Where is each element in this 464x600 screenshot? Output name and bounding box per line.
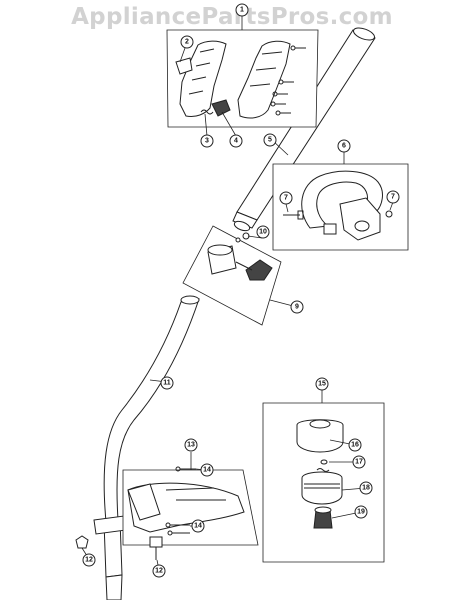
svg-text:16: 16 [351, 442, 359, 449]
watermark: AppliancePartsPros.com [71, 4, 393, 30]
callout-11: 11 [160, 376, 174, 390]
svg-text:12: 12 [155, 568, 163, 575]
callout-7-right: 7 [386, 190, 400, 204]
svg-text:11: 11 [163, 380, 171, 387]
clamp-panel [182, 225, 282, 326]
callout-12-right: 12 [152, 564, 166, 578]
svg-text:10: 10 [259, 229, 267, 236]
svg-text:12: 12 [85, 557, 93, 564]
svg-text:3: 3 [205, 138, 209, 145]
guard-panel [122, 466, 259, 546]
callout-2: 2 [180, 35, 194, 49]
svg-text:1: 1 [240, 7, 244, 14]
lower-shaft [93, 295, 200, 600]
callout-5: 5 [263, 133, 277, 147]
callout-19: 19 [354, 505, 368, 519]
svg-text:14: 14 [194, 523, 202, 530]
callout-6: 6 [337, 139, 351, 153]
svg-text:7: 7 [391, 194, 395, 201]
callout-10: 10 [256, 225, 270, 239]
callout-4: 4 [229, 134, 243, 148]
callout-17: 17 [352, 455, 366, 469]
svg-text:6: 6 [342, 143, 346, 150]
fasteners [75, 535, 163, 560]
svg-text:9: 9 [295, 304, 299, 311]
callout-9: 9 [290, 300, 304, 314]
svg-text:15: 15 [318, 381, 326, 388]
svg-text:19: 19 [357, 509, 365, 516]
svg-text:13: 13 [187, 442, 195, 449]
callout-16: 16 [348, 438, 362, 452]
svg-text:18: 18 [362, 485, 370, 492]
loop-handle-panel [272, 163, 409, 251]
callout-13: 13 [184, 438, 198, 452]
callout-3: 3 [200, 134, 214, 148]
callout-14-top: 14 [200, 463, 214, 477]
callout-15: 15 [315, 377, 329, 391]
svg-text:17: 17 [355, 459, 363, 466]
svg-text:5: 5 [268, 137, 272, 144]
svg-text:7: 7 [284, 195, 288, 202]
svg-text:14: 14 [203, 467, 211, 474]
callout-12-left: 12 [82, 553, 96, 567]
handle-assembly-panel [166, 29, 319, 128]
svg-text:2: 2 [185, 39, 189, 46]
callout-1: 1 [235, 3, 249, 17]
callout-14-bottom: 14 [191, 519, 205, 533]
callout-18: 18 [359, 481, 373, 495]
svg-text:4: 4 [234, 138, 238, 145]
callout-7-left: 7 [279, 191, 293, 205]
